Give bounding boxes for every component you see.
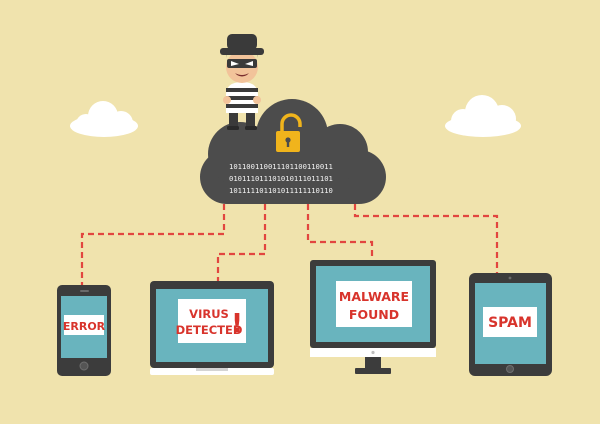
binary-line-3: 101111101101011111110110 [229, 186, 333, 195]
binary-code: 101100110011101100110011 010111011101010… [229, 162, 333, 195]
left-white-cloud [70, 101, 138, 137]
desktop-monitor-device: MALWARE FOUND [310, 260, 436, 374]
binary-line-1: 101100110011101100110011 [229, 162, 333, 171]
right-white-cloud [445, 95, 521, 137]
connection-monitor [306, 204, 374, 260]
laptop-device: VIRUS DETECTED ! [150, 281, 274, 375]
exclamation-mark: ! [231, 309, 243, 339]
tablet-device: SPAM [469, 273, 552, 376]
network-connections [80, 204, 499, 286]
spam-label: SPAM [488, 315, 532, 331]
connection-laptop [216, 204, 267, 282]
found-label: FOUND [349, 307, 399, 322]
connection-tablet [353, 204, 499, 274]
smartphone-device: ERROR [57, 285, 111, 376]
virus-label: VIRUS [189, 307, 229, 321]
error-label: ERROR [63, 320, 106, 333]
thief-character [220, 34, 264, 130]
binary-line-2: 010111011101010111011101 [229, 174, 333, 183]
malware-label: MALWARE [339, 289, 409, 304]
connection-phone [80, 204, 226, 286]
unlocked-padlock-icon [276, 113, 302, 152]
detected-label: DETECTED [176, 323, 243, 337]
